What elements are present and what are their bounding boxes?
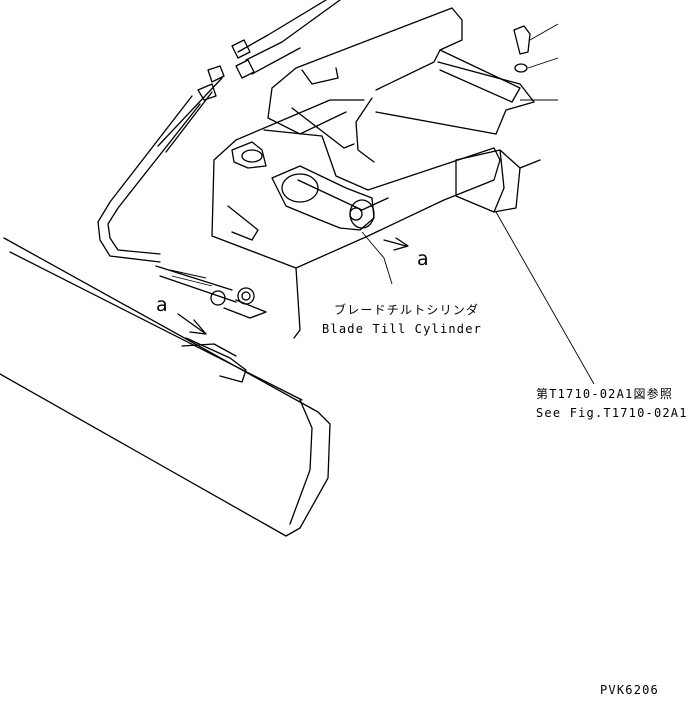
cylinder-label-en: Blade Till Cylinder <box>322 322 483 336</box>
reference-label-jp: 第T1710-02A1図参照 <box>536 387 674 401</box>
leaders <box>177 211 595 385</box>
bolt-washer-plate <box>513 23 559 101</box>
hose-fittings <box>155 265 267 319</box>
frame-bracket <box>211 7 535 339</box>
drawing-code: PVK6206 <box>600 683 659 697</box>
cylinder-label-jp: ブレードチルトシリンダ <box>334 303 480 317</box>
view-mark-a-left: a <box>156 294 168 316</box>
hydraulic-hoses <box>97 0 341 287</box>
reference-label-en: See Fig.T1710-02A1 <box>536 406 688 420</box>
view-mark-a-right: a <box>417 248 429 270</box>
blade-tilt-cylinder <box>231 141 375 231</box>
cover-block <box>455 149 541 213</box>
dozer-blade <box>0 237 331 537</box>
